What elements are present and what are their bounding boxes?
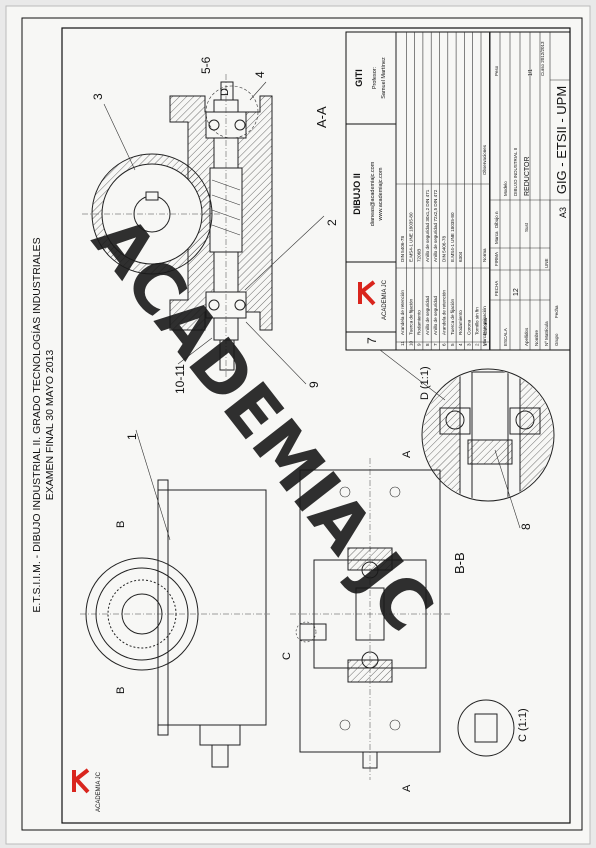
header-line-1: E.T.S.I.I.M. - DIBUJO INDUSTRIAL II. GRA… (30, 237, 43, 612)
label-b-top: B (115, 521, 127, 528)
parts-row-name: Corona (466, 319, 471, 335)
section-a-a (82, 74, 273, 378)
callout-5-6: 5-6 (199, 56, 213, 74)
profesor-name: Samuel Martínez (381, 57, 387, 99)
outer-border (21, 17, 583, 831)
parts-header-observaciones: Observaciones (482, 144, 487, 175)
detail-c (295, 621, 515, 757)
parts-row-mark: 9 (417, 343, 422, 346)
callouts: 3 4 5-6 2 7 8 9 10-11 1 (91, 56, 533, 541)
tb-apellidos-label: Apellidos (524, 327, 529, 346)
tb-marca-label: Marca (494, 231, 499, 244)
label-b-bottom: B (115, 687, 127, 694)
parts-row-norm: 7206B (417, 249, 422, 262)
label-section-a-a: A-A (314, 106, 329, 128)
parts-row-name: Arandela de retención (442, 290, 447, 335)
parts-row-mark: 5 (450, 343, 455, 346)
label-a-top: A (401, 450, 413, 458)
logo-text: ACADEMIA JC (382, 279, 388, 320)
inner-border (61, 27, 571, 824)
callout-4: 4 (253, 71, 267, 78)
callout-1: 1 (125, 433, 139, 440)
parts-row-name: Rodamiento (458, 310, 463, 335)
parts-row-mark: 8 (425, 343, 430, 346)
parts-header-denominacion: Denominación (482, 306, 487, 335)
label-section-b-b: B-B (452, 552, 467, 574)
section-b-b (290, 458, 450, 780)
parts-list-rows: 11 Arandela de retención DIN 5406-78 10 Tuer… (400, 32, 490, 350)
tb-sust-label: Sust (524, 222, 529, 232)
school-name: GITI (354, 69, 364, 87)
parts-list-and-title-block: ACADEMIA JC DIBUJO II dianeas@academiajc… (345, 31, 571, 351)
parts-row-name: Tuerca de fijación (450, 298, 455, 335)
parts-row-norm: DIN 5406-78 (442, 236, 447, 262)
dibujo-email: dianeas@academiajc.com (370, 161, 376, 226)
view-labels: A-A B-B D (1:1) C (1:1) D C A A B B (115, 88, 529, 792)
tb-nombre-label: Nombre (534, 329, 539, 346)
parts-row-mark: 11 (400, 341, 405, 346)
label-detail-c: C (1:1) (517, 708, 529, 742)
tb-matricula-label: Nº Matrícula (544, 321, 549, 346)
parts-row-norm: Anillo de seguridad 30x1,2 DIN 471 (425, 189, 430, 262)
profesor-label: Profesor: (372, 66, 378, 89)
logo-bottom-text: ACADEMIA JC (96, 771, 102, 812)
callout-8: 8 (519, 523, 533, 530)
parts-row-norm: 6304 (458, 251, 463, 262)
logo-mark (358, 280, 376, 306)
tb-dibujo-n-label: Dibujo n (494, 211, 499, 228)
callout-3: 3 (91, 93, 105, 100)
tb-curso: Curso 2012/2013 (540, 41, 545, 76)
label-d: D (219, 88, 231, 96)
parts-row-norm: E.MS4-1 UNE 18035-80 (450, 212, 455, 262)
tb-une-label: UNE (544, 258, 549, 268)
parts-row-name: Tuerca de fijación (408, 298, 413, 335)
parts-row-norm: DIN 5406-78 (400, 236, 405, 262)
callout-10-11: 10-11 (173, 364, 187, 394)
tb-modelo-value: DIBUJO INDUSTRIAL II (513, 148, 518, 196)
callout-9: 9 (307, 381, 321, 388)
parts-row-mark: 1 (483, 343, 488, 346)
tb-drawing-code: GIG - ETSII - UPM (554, 86, 569, 194)
parts-header-norma: Norma (482, 248, 487, 262)
parts-row-norm: E.MS4-1 UNE 18035-80 (408, 212, 413, 262)
parts-row-mark: 10 (408, 340, 413, 346)
logo-bottom-left: ACADEMIA JC (72, 768, 102, 812)
tb-firma-label: FIRMA (494, 252, 499, 266)
tb-format: A3 (558, 207, 568, 218)
tb-escala-value: 12 (513, 288, 520, 296)
elevation-view (80, 479, 270, 768)
parts-row-mark: 4 (458, 343, 463, 346)
parts-row-mark: 6 (442, 343, 447, 346)
tb-fecha2-label: Fecha (554, 305, 559, 318)
tb-escala-label: ESCALA (503, 328, 508, 346)
dibujo-web: www.academiajc.com (378, 167, 384, 221)
parts-row-mark: 7 (433, 343, 438, 346)
label-c: C (281, 652, 293, 660)
header-line-2: EXAMEN FINAL 30 MAYO 2013 (44, 350, 56, 501)
tb-hoja: 1/1 (528, 69, 534, 76)
tb-fecha-label: FECHA (494, 281, 499, 296)
parts-row-name: Anillo de seguridad (433, 295, 438, 335)
parts-row-name: Rodamiento (417, 310, 422, 335)
parts-row-name: Carcasa (483, 317, 488, 335)
tb-modelo-label: Modelo (503, 181, 508, 196)
label-detail-d: D (1:1) (419, 366, 431, 400)
parts-header-marca: Marca (482, 333, 487, 346)
parts-row-name: Tornillo sin fin (475, 307, 480, 335)
callout-7: 7 (365, 337, 379, 344)
parts-row-norm: Anillo de seguridad 72x2,5 DIN 472 (433, 189, 438, 262)
label-a-bottom: A (401, 784, 413, 792)
parts-row-name: Anillo de seguridad (425, 295, 430, 335)
dibujo-title: DIBUJO II (352, 173, 362, 215)
parts-row-mark: 3 (466, 343, 471, 346)
parts-row-name: Arandela de retención (400, 290, 405, 335)
tb-grupo-label: Grupo (554, 333, 559, 346)
tb-title: REDUCTOR (524, 156, 531, 196)
callout-2: 2 (325, 219, 339, 226)
parts-row-mark: 2 (475, 343, 480, 346)
tb-peso-label: Peso (494, 65, 499, 76)
